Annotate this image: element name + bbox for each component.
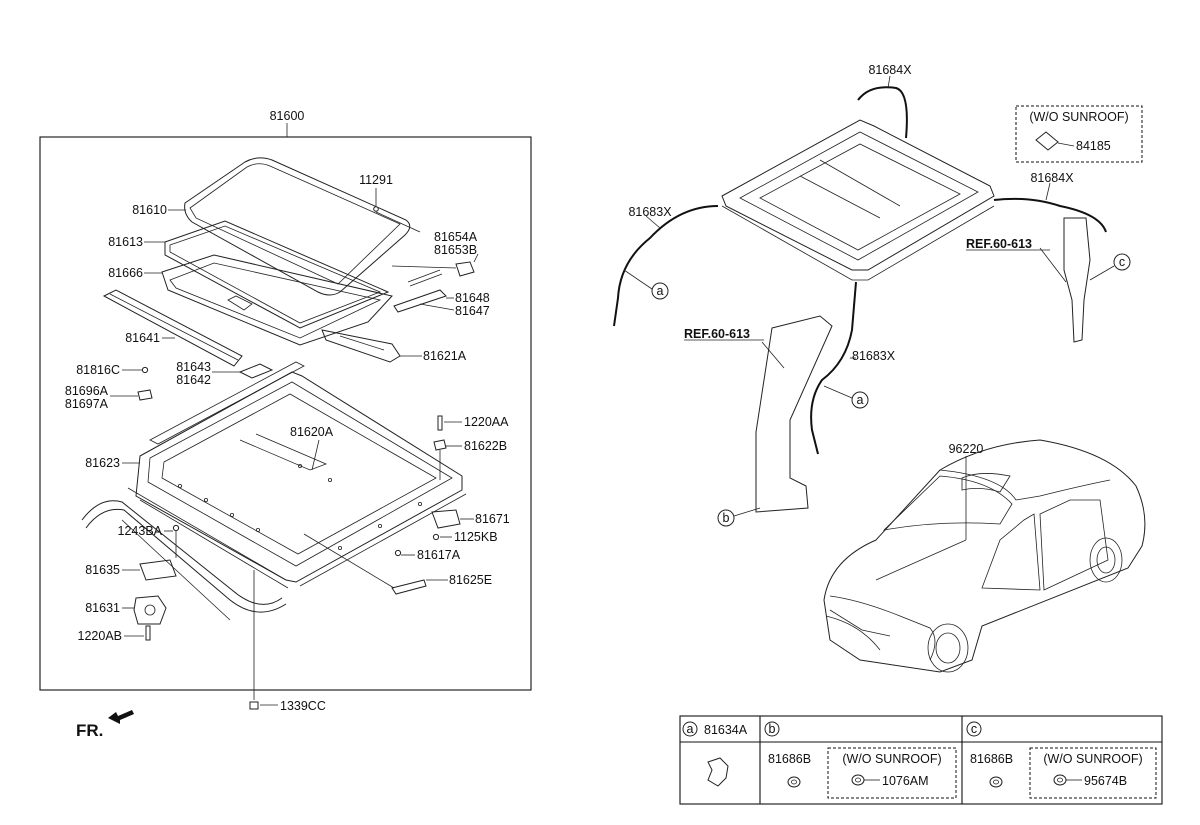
assembly-frame-box [39, 136, 532, 691]
label-1220AB: 1220AB [78, 629, 122, 643]
drain-hose-group: 81684X 81683X a (W/O SUNROOF) 84185 8168… [613, 63, 1143, 527]
label-81697A: 81697A [65, 397, 109, 411]
hose-81684X-top [857, 86, 908, 139]
weatherstrip [164, 220, 390, 329]
label-81600: 81600 [270, 109, 305, 123]
parts-table: a 81634A b 81686B (W/O SUNROOF) 1076AM c… [679, 715, 1163, 805]
svg-text:a: a [857, 393, 864, 407]
label-1125KB: 1125KB [454, 530, 498, 544]
label-81635: 81635 [85, 563, 120, 577]
table-b-letter: b [769, 722, 776, 736]
label-81816C: 81816C [76, 363, 120, 377]
table-c-alt-part: 95674B [1084, 774, 1127, 788]
table-c-part: 81686B [970, 752, 1013, 766]
label-81623: 81623 [85, 456, 120, 470]
label-81666: 81666 [108, 266, 143, 280]
hose-81684X-right [993, 197, 1107, 233]
svg-text:c: c [1119, 255, 1125, 269]
hose-81683X-left [613, 205, 719, 327]
sunroof-frame [135, 371, 463, 583]
table-a-letter: a [687, 722, 694, 736]
label-81696A: 81696A [65, 384, 109, 398]
callout-b [717, 509, 735, 527]
label-81683X-left: 81683X [628, 205, 672, 219]
label-81643: 81643 [176, 360, 211, 374]
table-b-wo-box [827, 747, 957, 799]
roof-frame [721, 119, 995, 271]
label-81654A: 81654A [434, 230, 478, 244]
table-b-part: 81686B [768, 752, 811, 766]
sunroof-motor [133, 595, 167, 625]
ref-label-left: REF.60-613 [684, 327, 750, 341]
label-81613: 81613 [108, 235, 143, 249]
deflector-strip [102, 289, 243, 367]
label-81684X-right: 81684X [1030, 171, 1074, 185]
hose-81683X-mid [810, 281, 857, 455]
pillar-left [755, 315, 833, 513]
label-81625E: 81625E [449, 573, 492, 587]
label-81683X-mid: 81683X [852, 349, 896, 363]
label-84185: 84185 [1076, 139, 1111, 153]
label-1243BA: 1243BA [118, 524, 163, 538]
drive-cable [81, 500, 283, 605]
label-1220AA: 1220AA [464, 415, 509, 429]
label-81631: 81631 [85, 601, 120, 615]
label-81653B: 81653B [434, 243, 477, 257]
svg-text:(W/O SUNROOF): (W/O SUNROOF) [1043, 752, 1142, 766]
label-81620A: 81620A [290, 425, 334, 439]
car-body [823, 439, 1146, 673]
wo-sunroof-title: (W/O SUNROOF) [1029, 110, 1128, 124]
label-81617A: 81617A [417, 548, 461, 562]
sunshade-frame [161, 254, 393, 346]
table-c-wo-box [1029, 747, 1157, 799]
label-81622B: 81622B [464, 439, 507, 453]
svg-text:b: b [723, 511, 730, 525]
table-c-letter: c [971, 722, 977, 736]
label-81684X-top: 81684X [868, 63, 912, 77]
svg-text:a: a [657, 284, 664, 298]
callout-a-2 [851, 391, 869, 409]
glass-panel [184, 157, 411, 296]
front-rail [149, 361, 305, 445]
label-81641: 81641 [125, 331, 160, 345]
sunroof-assembly-group: 81600 81610 11291 81613 81666 81654A 816… [39, 109, 532, 740]
ref-label-right: REF.60-613 [966, 237, 1032, 251]
front-indicator: FR. [76, 721, 103, 740]
label-96220: 96220 [949, 442, 984, 456]
pillar-right [1063, 217, 1091, 343]
label-81647: 81647 [455, 304, 490, 318]
label-81642: 81642 [176, 373, 211, 387]
label-81610: 81610 [132, 203, 167, 217]
label-11291: 11291 [359, 173, 393, 187]
svg-text:(W/O SUNROOF): (W/O SUNROOF) [842, 752, 941, 766]
callout-c [1113, 253, 1131, 271]
label-81621A: 81621A [423, 349, 467, 363]
label-81671: 81671 [475, 512, 510, 526]
table-b-alt-part: 1076AM [882, 774, 929, 788]
table-a-part: 81634A [704, 723, 748, 737]
vehicle-illustration: 96220 [823, 439, 1146, 673]
callout-a-1 [651, 282, 669, 300]
label-81648: 81648 [455, 291, 490, 305]
wo-sunroof-box [1015, 105, 1143, 163]
label-1339CC: 1339CC [280, 699, 326, 713]
front-arrow-icon [108, 710, 134, 724]
